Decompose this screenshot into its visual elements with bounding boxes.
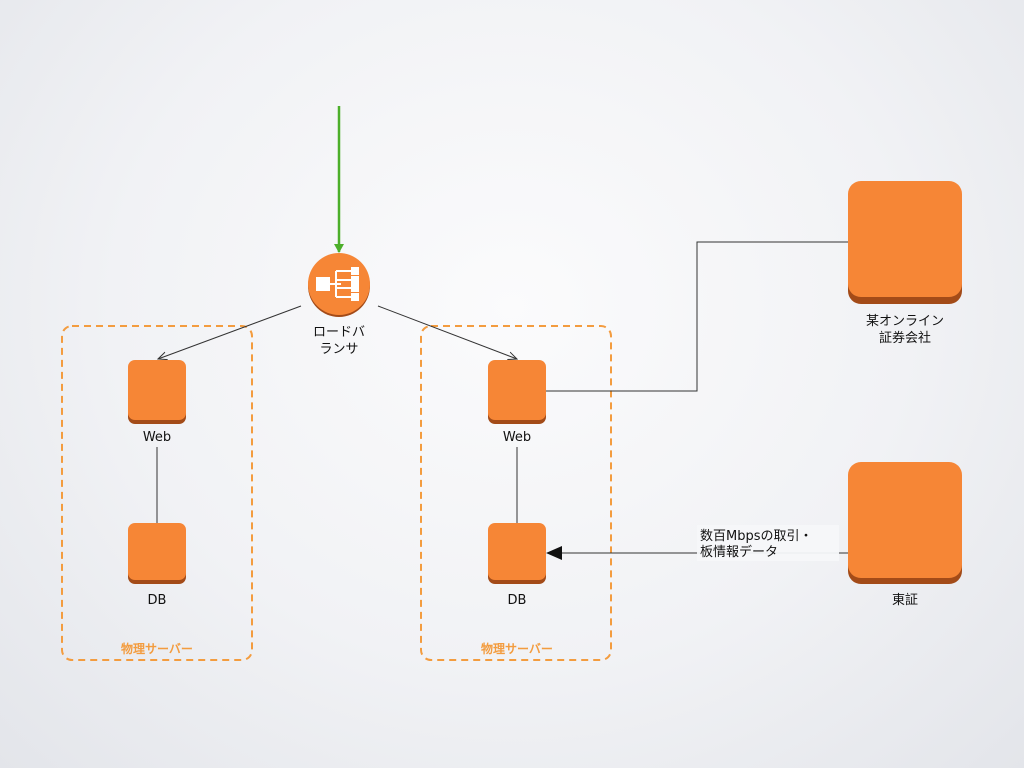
feed-edge-label-line2: 板情報データ [700, 544, 778, 560]
right-web-node[interactable] [488, 360, 546, 424]
tse-label: 東証 [892, 592, 918, 608]
left-group-label: 物理サーバー [121, 641, 193, 656]
load-balancer-label-line2: ランサ [319, 342, 358, 357]
physical-server-group-right [420, 325, 612, 661]
edge-lb-to-right-web [377, 305, 517, 359]
online-broker-label-line1: 某オンライン [866, 314, 944, 329]
edge-right-web-to-online-broker [546, 241, 848, 392]
feed-edge-label-line1: 数百Mbpsの取引・ [700, 529, 813, 544]
tse-node[interactable] [848, 462, 962, 584]
online-broker-label-line2: 証券会社 [879, 330, 931, 346]
right-db-node[interactable] [488, 523, 546, 584]
load-balancer-node[interactable] [308, 253, 370, 317]
load-balancer-label-line1: ロードバ [313, 325, 365, 340]
load-balancer-icon [316, 267, 359, 301]
edge-tse-arrowhead [546, 546, 562, 560]
left-db-label: DB [148, 593, 167, 608]
physical-server-group-left [61, 325, 253, 661]
right-db-label: DB [508, 593, 527, 608]
online-broker-node[interactable] [848, 181, 962, 304]
left-web-label: Web [143, 430, 171, 445]
feed-edge-label-background [697, 525, 839, 561]
right-web-label: Web [503, 430, 531, 445]
edge-lb-to-left-web [158, 305, 302, 359]
right-group-label: 物理サーバー [481, 641, 553, 656]
left-web-node[interactable] [128, 360, 186, 424]
left-db-node[interactable] [128, 523, 186, 584]
